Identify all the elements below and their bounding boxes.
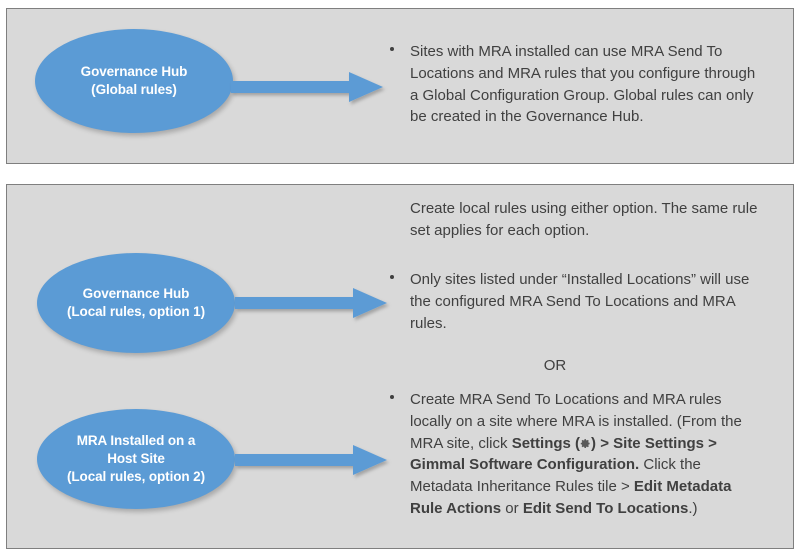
arrow-local-option-2: [235, 444, 387, 476]
node-label-line: (Local rules, option 1): [67, 304, 205, 319]
bullet-plain: Click the Metadata Inheritance Rules til…: [410, 456, 701, 495]
node-mra-installed-host-site-option-2[interactable]: MRA Installed on a Host Site (Local rule…: [37, 409, 235, 509]
node-label-line: (Local rules, option 2): [67, 468, 205, 484]
node-governance-hub-local-option-1[interactable]: Governance Hub (Local rules, option 1): [37, 253, 235, 353]
bullet-plain: or: [501, 499, 523, 517]
bullet-text: Sites with MRA installed can use MRA Sen…: [410, 43, 756, 126]
node-governance-hub-global[interactable]: Governance Hub (Global rules): [35, 29, 233, 133]
arrow-global: [231, 71, 383, 103]
gear-icon: [580, 434, 591, 448]
bullet-emphasis: >: [704, 434, 717, 452]
bullet-dot-icon: [390, 395, 394, 399]
bullet-text-rich: Create MRA Send To Locations and MRA rul…: [410, 389, 758, 520]
bullet-emphasis: (: [570, 434, 581, 452]
bullet-dot-icon: [390, 275, 394, 279]
bullet-local-option-2: Create MRA Send To Locations and MRA rul…: [390, 389, 758, 520]
node-label-line: Governance Hub: [82, 286, 190, 302]
or-divider-label: OR: [543, 357, 567, 374]
bullet-emphasis: Gimmal Software Configuration: [410, 456, 636, 474]
bullet-emphasis: .: [635, 456, 644, 474]
bullet-plain: .): [688, 499, 698, 517]
bullet-plain: Create MRA Send To Locations and MRA rul…: [410, 391, 742, 452]
bullet-emphasis: Site Settings: [613, 434, 704, 452]
node-label-line: (Global rules): [91, 82, 177, 97]
panel-global-rules: Governance Hub (Global rules) Sites with…: [6, 8, 794, 164]
bullet-emphasis: Edit Send To Locations: [522, 499, 689, 517]
local-intro-text: Create local rules using either option. …: [410, 200, 758, 239]
panel-local-rules: Create local rules using either option. …: [6, 184, 794, 549]
node-label-line: MRA Installed on a: [76, 433, 196, 449]
bullet-dot-icon: [390, 47, 394, 51]
bullet-text: Only sites listed under “Installed Locat…: [410, 271, 750, 332]
bullet-emphasis: ) >: [591, 434, 614, 452]
node-label-line: Host Site: [107, 451, 165, 467]
bullet-global-1: Sites with MRA installed can use MRA Sen…: [390, 41, 758, 128]
arrow-local-option-1: [235, 287, 387, 319]
bullet-emphasis: Edit Metadata Rule Actions: [410, 478, 732, 517]
node-label-line: Governance Hub: [80, 64, 188, 80]
bullet-emphasis: Settings: [511, 434, 571, 452]
bullet-local-option-1: Only sites listed under “Installed Locat…: [390, 269, 758, 334]
